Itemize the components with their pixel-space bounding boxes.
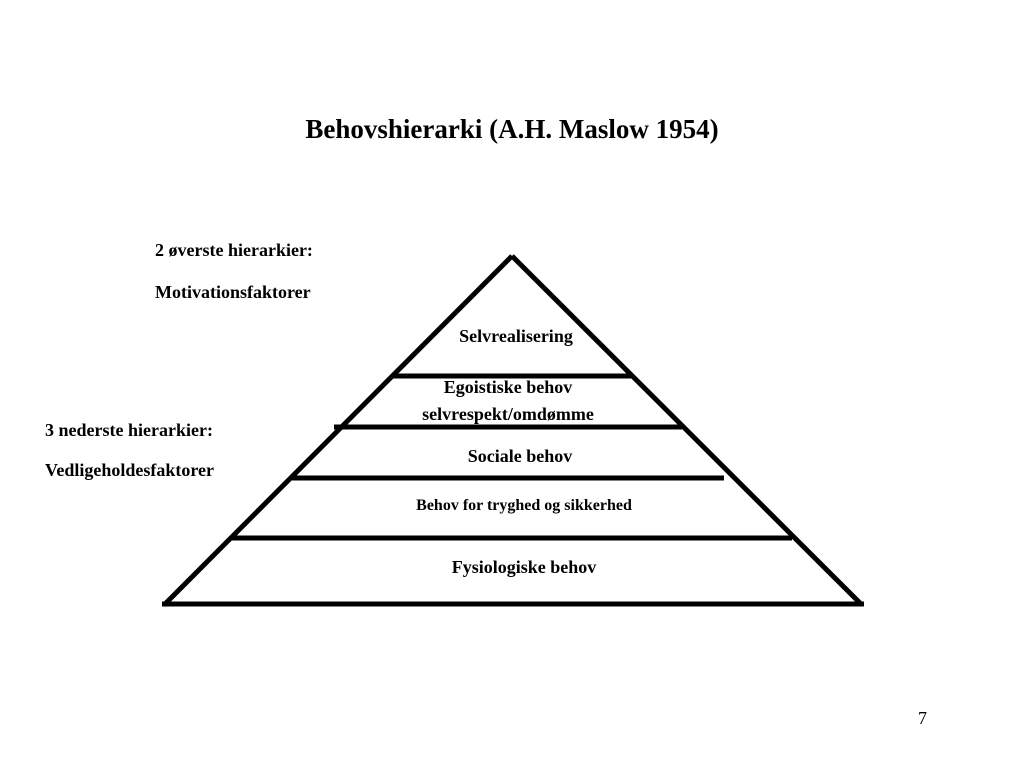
level-label-physiological: Fysiologiske behov: [452, 557, 597, 577]
page-number: 7: [918, 708, 927, 728]
pyramid-left-edge: [162, 254, 514, 607]
top-group-heading: 2 øverste hierarkier:: [155, 240, 313, 260]
bottom-group-heading: 3 nederste hierarkier:: [45, 420, 213, 440]
bottom-group-label: Vedligeholdesfaktorer: [45, 460, 214, 480]
pyramid-right-edge: [510, 254, 864, 607]
top-group-label: Motivationsfaktorer: [155, 282, 311, 302]
level-label-social: Sociale behov: [468, 446, 573, 466]
level-label-esteem-line2: selvrespekt/omdømme: [422, 404, 594, 424]
level-label-esteem-line1: Egoistiske behov: [444, 377, 573, 397]
level-label-self-actualization: Selvrealisering: [459, 326, 573, 346]
level-label-safety: Behov for tryghed og sikkerhed: [416, 497, 632, 514]
slide-title: Behovshierarki (A.H. Maslow 1954): [305, 114, 719, 144]
